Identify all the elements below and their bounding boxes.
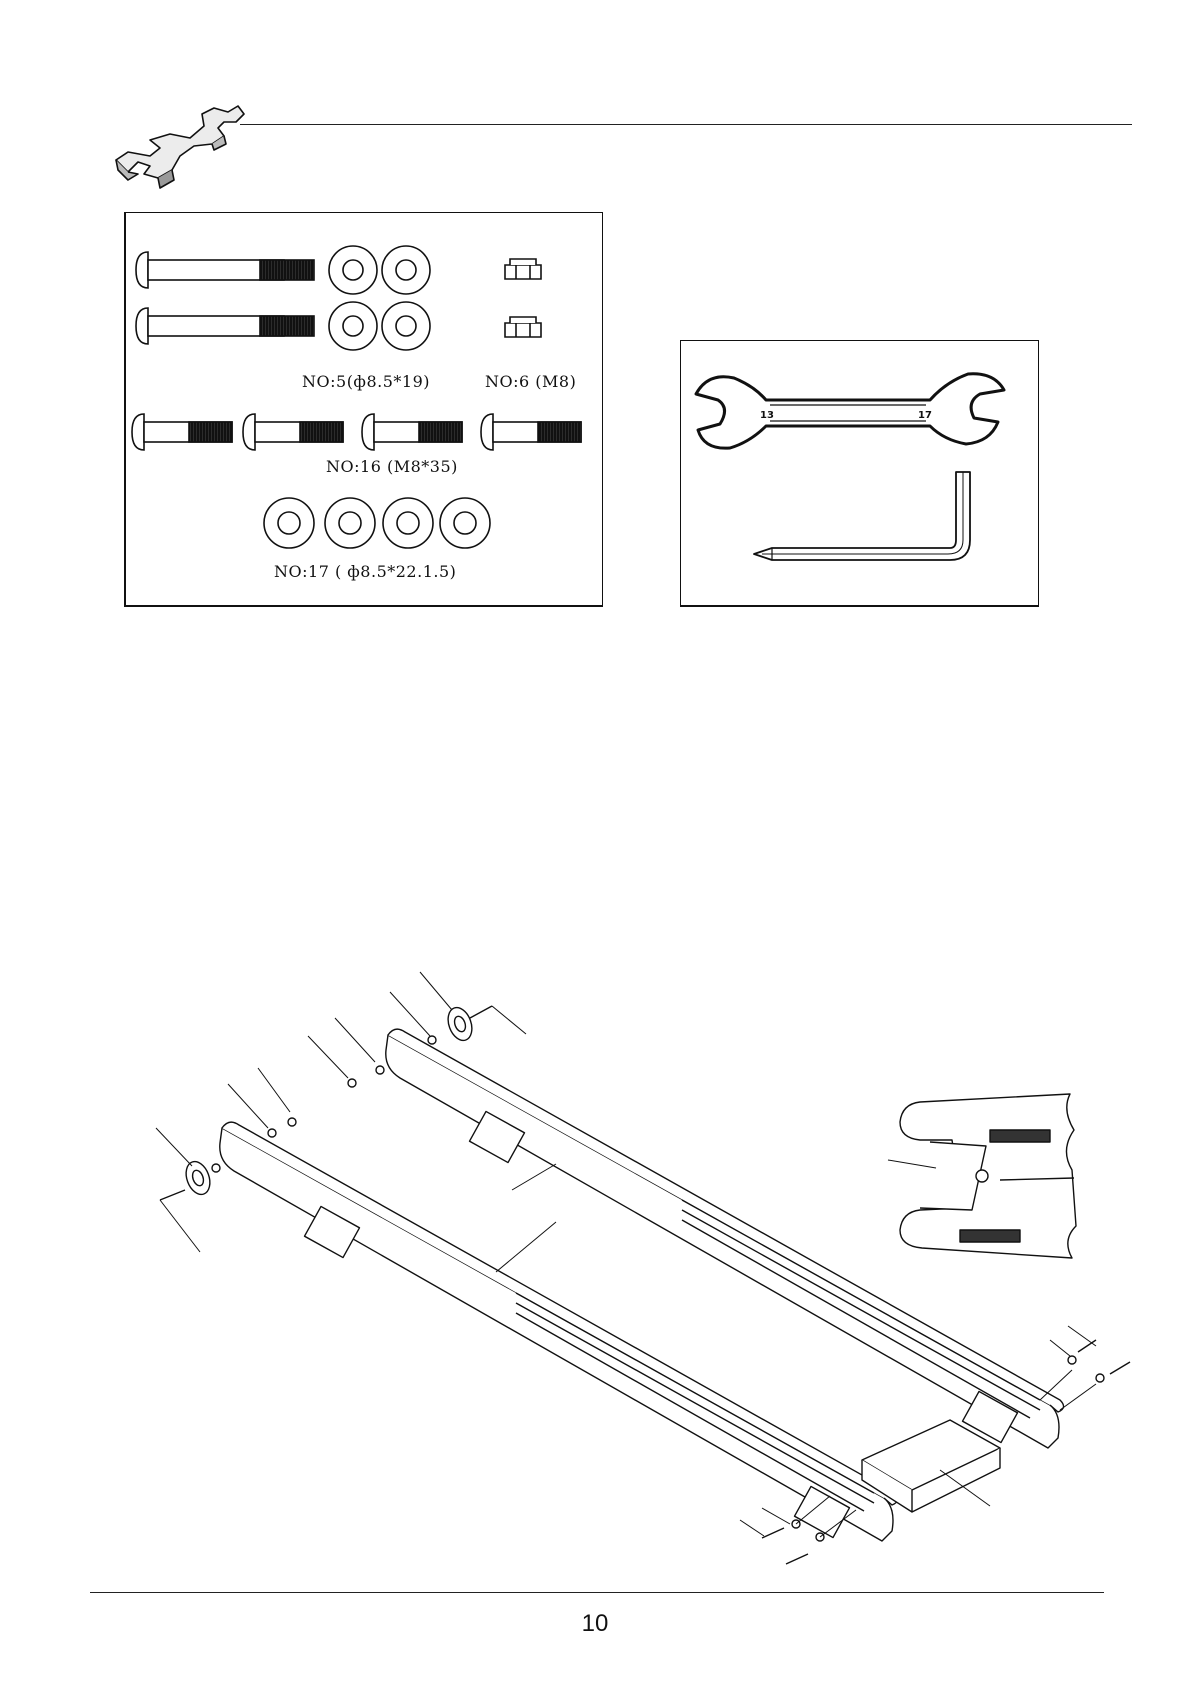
short-bolt-16 bbox=[132, 414, 581, 450]
page-number: 10 bbox=[570, 1610, 620, 1638]
allen-key-icon bbox=[750, 470, 980, 570]
wrench-icon bbox=[110, 100, 250, 190]
nut-6 bbox=[505, 259, 541, 337]
washer-5 bbox=[329, 246, 430, 350]
assembly-diagram bbox=[0, 960, 1191, 1560]
wrench-size-17: 17 bbox=[918, 410, 932, 421]
part-17-label: NO:17 ( ф8.5*22.1.5) bbox=[274, 562, 456, 581]
hardware-drawing bbox=[124, 212, 600, 604]
long-bolt-2 bbox=[136, 308, 314, 344]
part-16-label: NO:16 (M8*35) bbox=[326, 457, 458, 476]
part-6-label: NO:6 (M8) bbox=[485, 372, 576, 391]
washer-17 bbox=[264, 498, 490, 548]
part-5-label: NO:5(ф8.5*19) bbox=[302, 372, 430, 391]
header-rule bbox=[240, 124, 1132, 125]
wrench-size-13: 13 bbox=[760, 410, 774, 421]
long-bolt-1 bbox=[136, 252, 314, 288]
footer-rule bbox=[90, 1592, 1104, 1593]
open-end-wrench-icon: 13 17 bbox=[690, 368, 1010, 458]
